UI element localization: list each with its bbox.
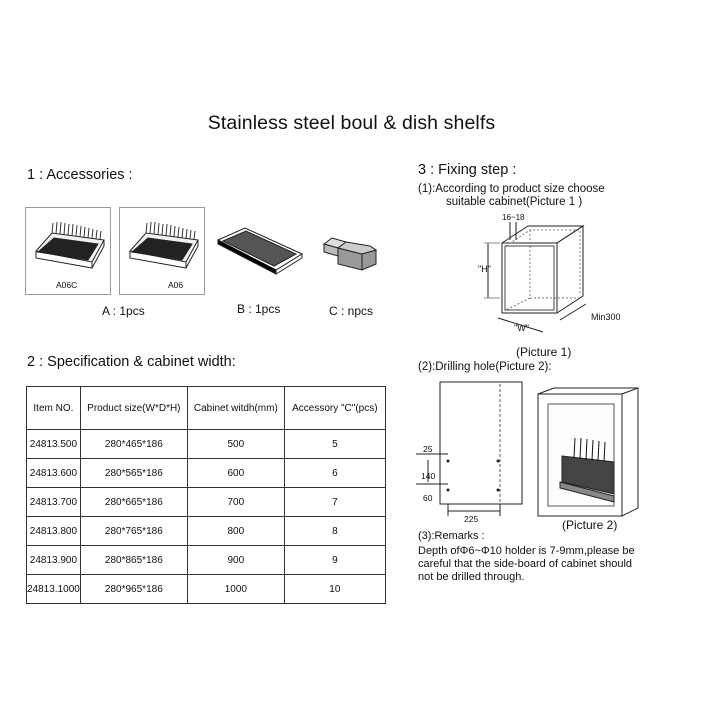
product-size-cell: 280*665*186 <box>79 487 188 517</box>
table-row: 24813.600 280*565*186 600 6 <box>26 458 386 488</box>
product-size-cell: 280*865*186 <box>79 545 188 575</box>
page-title: Stainless steel boul & dish shelfs <box>207 112 496 134</box>
product-size-cell: 280*465*186 <box>79 429 188 459</box>
table-row: 24813.900 280*865*186 900 9 <box>26 545 386 575</box>
item-number-cell: 24813.700 <box>26 487 81 517</box>
item-number-cell: 24813.900 <box>26 545 81 575</box>
step2-text: (2):Drilling hole(Picture 2): <box>418 361 552 373</box>
dish-rack-icon <box>35 221 105 269</box>
cabinet-width-cell: 1000 <box>186 574 285 604</box>
accessories-heading: 1 : Accessories : <box>27 167 133 183</box>
table-row: 24813.800 280*765*186 800 8 <box>26 516 386 546</box>
product-size-cell: 280*965*186 <box>79 574 188 604</box>
item-number-cell: 24813.800 <box>26 516 81 546</box>
accessory-c-quantity: C : npcs <box>329 304 374 318</box>
remarks-line-2: careful that the side-board of cabinet s… <box>418 558 633 570</box>
accessory-count-cell: 7 <box>283 487 386 517</box>
column-header: Cabinet witdh(mm) <box>186 386 285 430</box>
picture1-caption: (Picture 1) <box>516 345 572 359</box>
picture2-caption: (Picture 2) <box>562 518 618 532</box>
cabinet-width-cell: 900 <box>186 545 285 575</box>
remarks-line-1: Depth ofΦ6~Φ10 holder is 7-9mm,please be <box>418 545 635 557</box>
cabinet-width-cell: 800 <box>186 516 285 546</box>
accessory-b-quantity: B : 1pcs <box>237 302 281 316</box>
cabinet-diagram: 16~18 "H" "W" Min300 <box>478 213 621 333</box>
model-label-a06: A06 <box>168 280 184 290</box>
product-size-cell: 280*765*186 <box>79 516 188 546</box>
dim-225-label: 225 <box>464 514 478 524</box>
remarks-heading: (3):Remarks : <box>418 530 485 542</box>
accessory-a06-image: A06 <box>119 207 205 295</box>
dim-top-label: 16~18 <box>502 213 525 222</box>
product-size-cell: 280*565*186 <box>79 458 188 488</box>
hole-markers <box>446 459 500 492</box>
drilling-diagram: 25 140 60 225 <box>416 381 523 524</box>
dim-60-label: 60 <box>423 493 433 503</box>
dish-rack-icon <box>129 221 199 269</box>
table-header-row: Item NO. Product size(W*D*H) Cabinet wit… <box>26 386 386 430</box>
step1-line1: (1):According to product size choose <box>418 183 605 195</box>
accessory-count-cell: 6 <box>283 458 386 488</box>
dim-min-label: Min300 <box>591 312 621 322</box>
column-header: Item NO. <box>26 386 81 430</box>
installed-rack-diagram <box>537 387 639 517</box>
table-row: 24813.700 280*665*186 700 7 <box>26 487 386 517</box>
column-header: Accessory "C"(pcs) <box>283 386 386 430</box>
cabinet-width-cell: 700 <box>186 487 285 517</box>
item-number-cell: 24813.500 <box>26 429 81 459</box>
table-row: 24813.500 280*465*186 500 5 <box>26 429 386 459</box>
dim-25-label: 25 <box>423 444 433 454</box>
step1-line2: suitable cabinet(Picture 1 ) <box>446 196 583 208</box>
dim-140-label: 140 <box>421 471 435 481</box>
accessory-count-cell: 9 <box>283 545 386 575</box>
cabinet-width-cell: 600 <box>186 458 285 488</box>
accessory-a06c-image: A06C <box>25 207 111 295</box>
model-label-a06c: A06C <box>56 280 78 290</box>
fixing-heading: 3 : Fixing step : <box>418 162 517 178</box>
item-number-cell: 24813.1000 <box>26 574 81 604</box>
holder-clip-icon <box>322 237 378 271</box>
column-header: Product size(W*D*H) <box>79 386 188 430</box>
accessory-count-cell: 8 <box>283 516 386 546</box>
item-number-cell: 24813.600 <box>26 458 81 488</box>
spec-table: Item NO. Product size(W*D*H) Cabinet wit… <box>26 386 386 604</box>
table-row: 24813.1000 280*965*186 1000 10 <box>26 574 386 604</box>
spec-heading: 2 : Specification & cabinet width: <box>27 354 236 370</box>
remarks-line-3: not be drilled through. <box>418 571 525 583</box>
accessory-a-quantity: A : 1pcs <box>102 304 145 318</box>
dim-h-label: "H" <box>478 264 491 274</box>
cabinet-width-cell: 500 <box>186 429 285 459</box>
accessory-count-cell: 10 <box>283 574 386 604</box>
dim-w-label: "W" <box>514 323 529 333</box>
drip-tray-icon <box>216 227 304 275</box>
accessory-count-cell: 5 <box>283 429 386 459</box>
